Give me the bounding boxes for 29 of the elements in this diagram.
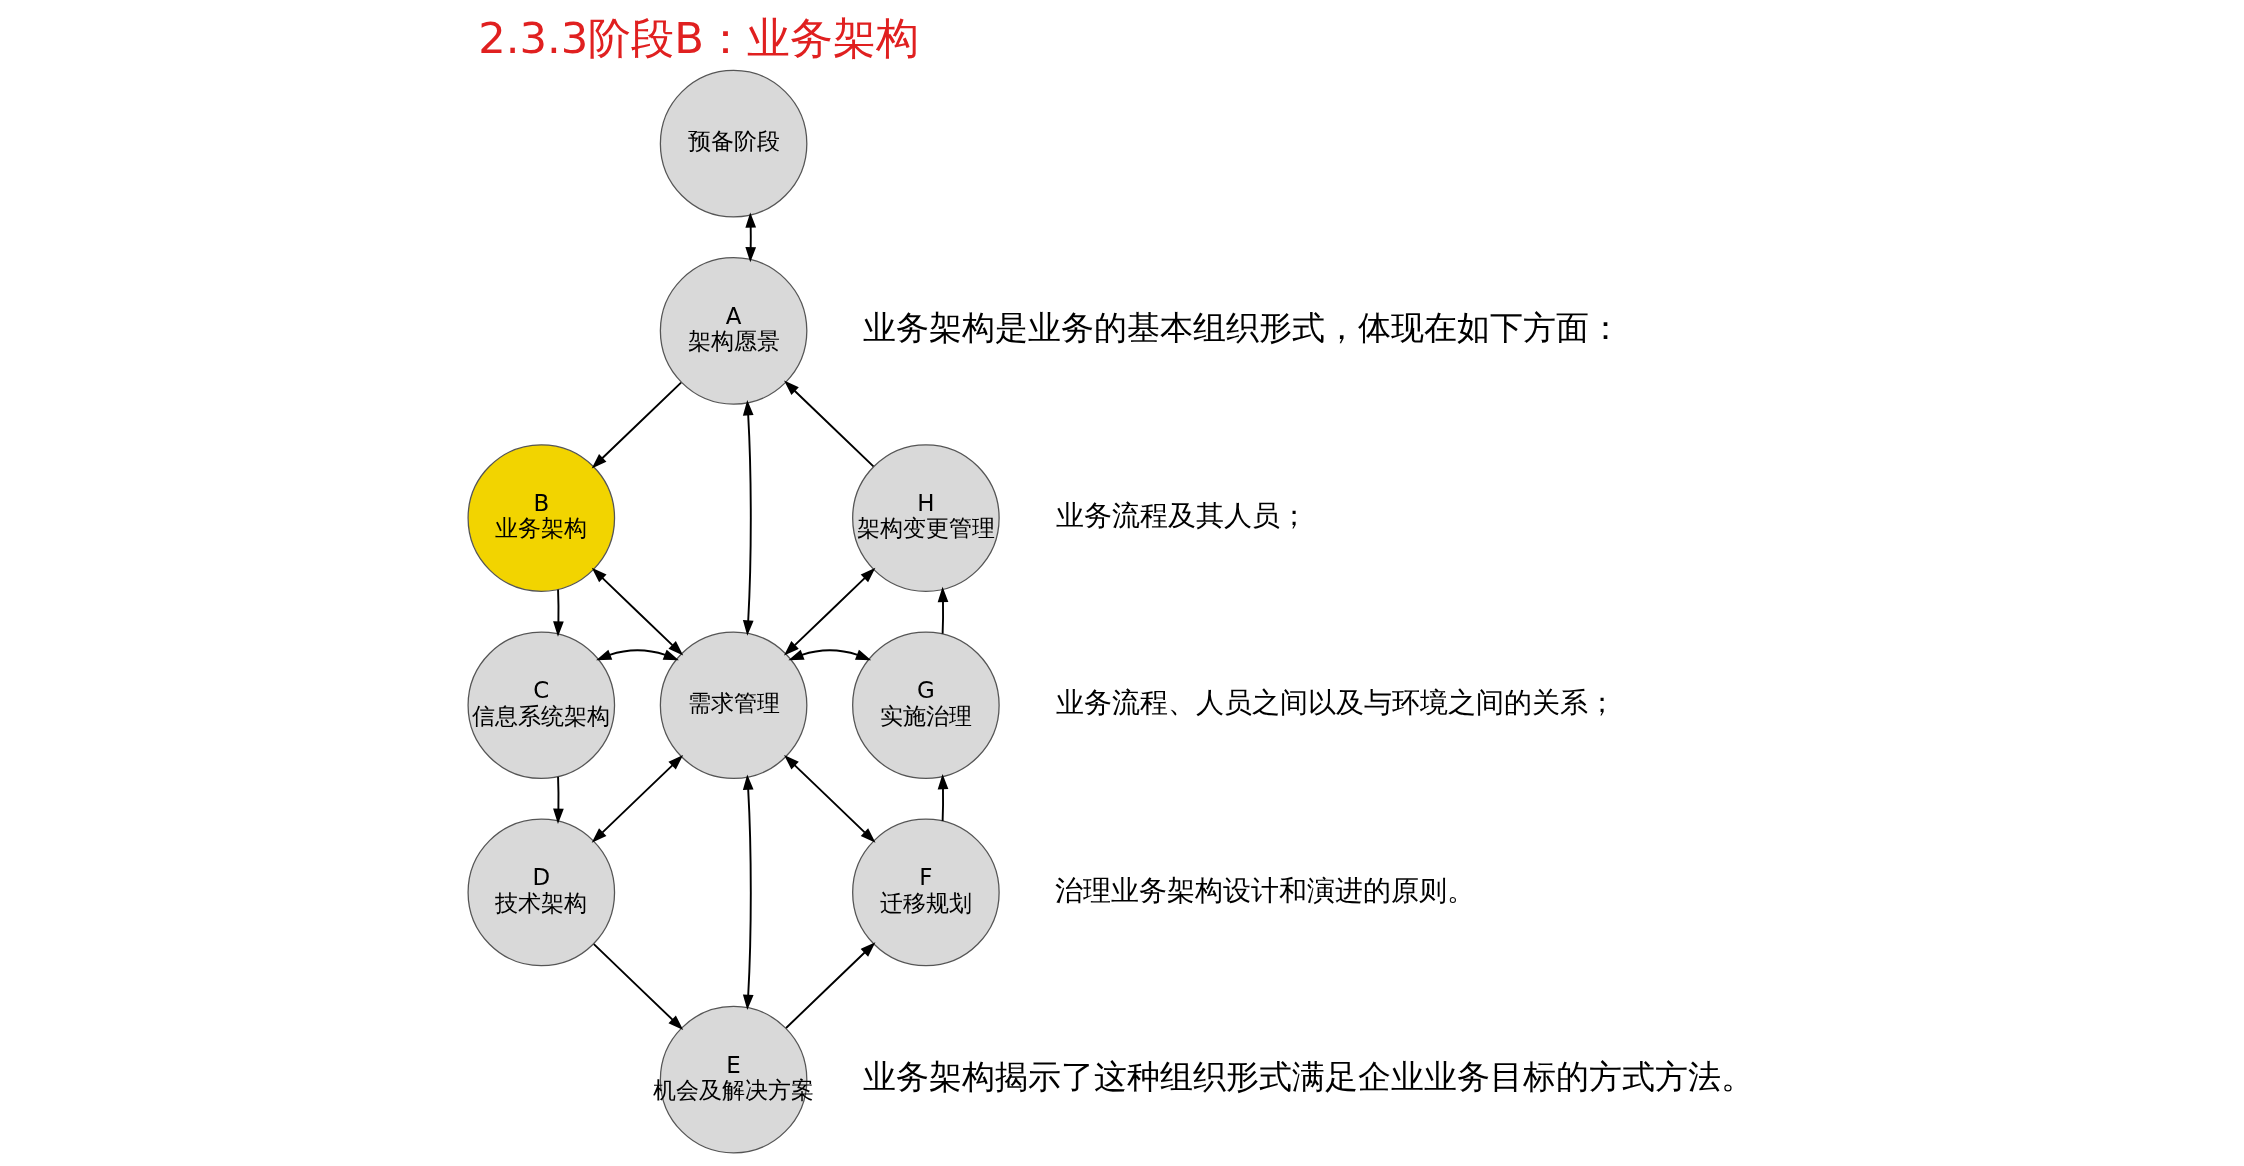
arrow	[745, 212, 757, 263]
diagram-title: 2.3.3阶段B：业务架构	[478, 12, 919, 63]
label: 业务流程、人员之间以及与环境之间的关系；	[1055, 686, 1616, 720]
node-circle: H 架构变更管理	[852, 444, 1000, 592]
arrow	[742, 774, 754, 1011]
arrow	[788, 649, 872, 661]
arrow	[785, 942, 876, 1029]
arrow	[553, 588, 564, 637]
node-circle: B 业务架构	[467, 444, 616, 592]
arrow	[784, 380, 875, 468]
label: 治理业务架构设计和演进的原则。	[1055, 873, 1476, 907]
label: 业务架构是业务的基本组织形式，体现在如下方面：	[863, 307, 1623, 347]
arrow	[784, 567, 876, 656]
arrow	[596, 649, 679, 661]
node-circle: 预备阶段	[659, 69, 808, 218]
arrow	[937, 773, 949, 822]
node-circle: A 架构愿景	[659, 257, 808, 405]
arrow	[742, 400, 754, 636]
arrow	[553, 775, 564, 824]
arrow	[591, 567, 684, 656]
node-circle: F 迁移规划	[852, 818, 1000, 967]
node-circle: D 技术架构	[467, 818, 616, 967]
arrow	[591, 381, 682, 469]
arrow	[937, 586, 949, 635]
label: 业务流程及其人员；	[1055, 499, 1308, 533]
arrow	[591, 754, 684, 843]
arrow	[592, 943, 684, 1030]
arrow	[784, 754, 876, 843]
label: 业务架构揭示了这种组织形式满足企业业务目标的方式方法。	[862, 1056, 1754, 1096]
